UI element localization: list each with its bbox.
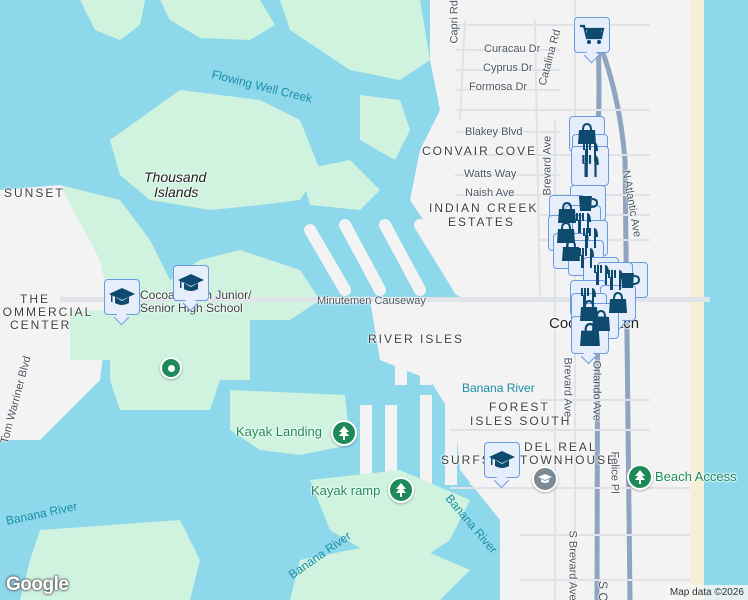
kayak-ramp-pin[interactable] xyxy=(388,477,414,503)
tree-icon xyxy=(635,470,645,484)
street-minutemen-causeway: Minutemen Causeway xyxy=(317,295,426,307)
neighborhood-forest-isles-line2: ISLES SOUTH xyxy=(470,414,572,428)
neighborhood-indian-creek-line2: ESTATES xyxy=(448,215,515,229)
neighborhood-commercial-center-line2: COMMERCIAL xyxy=(0,305,94,319)
shopping-cart-icon xyxy=(580,24,605,44)
neighborhood-del-real-line1: DEL REAL xyxy=(524,440,598,454)
neighborhood-forest-isles-line1: FOREST xyxy=(489,400,550,414)
street-cyprus-dr: Cyprus Dr xyxy=(483,62,533,74)
poi-beach-access-label[interactable]: Beach Access xyxy=(655,469,737,484)
neighborhood-convair-cove: CONVAIR COVE xyxy=(422,144,538,158)
kayak-landing-pin[interactable] xyxy=(331,420,357,446)
shopping-marker[interactable] xyxy=(571,316,609,354)
shopping-bag-icon xyxy=(609,292,627,313)
school-marker-surfside[interactable] xyxy=(484,442,520,478)
shopping-bag-icon xyxy=(592,310,610,331)
street-formosa-dr: Formosa Dr xyxy=(469,81,528,93)
coffee-cup-icon xyxy=(621,273,641,288)
park-pin[interactable] xyxy=(160,357,182,379)
shopping-bag-icon xyxy=(558,202,576,223)
neighborhood-river-isles: RIVER ISLES xyxy=(368,332,465,346)
neighborhood-indian-creek-line1: INDIAN CREEK xyxy=(429,201,539,215)
street-naish-ave: Naish Ave xyxy=(465,187,515,199)
shopping-bag-icon xyxy=(580,322,600,346)
street-blakey-blvd: Blakey Blvd xyxy=(465,126,523,138)
tree-icon xyxy=(339,426,349,440)
poi-kayak-ramp-label[interactable]: Kayak ramp xyxy=(311,483,381,498)
street-capri-rd: Capri Rd xyxy=(448,0,461,44)
school-poi-pin[interactable] xyxy=(532,466,558,492)
fork-knife-icon xyxy=(608,270,623,290)
graduation-cap-icon xyxy=(538,474,552,483)
coffee-cup-icon xyxy=(579,196,599,211)
restaurant-marker[interactable] xyxy=(571,146,609,186)
shopping-bag-icon xyxy=(562,240,580,261)
street-s-brevard-ave: S Brevard Ave xyxy=(566,530,579,600)
shopping-bag-icon xyxy=(578,123,596,144)
graduation-cap-icon xyxy=(109,288,135,305)
neighborhood-del-real-line2: TOWNHOUSE xyxy=(520,453,618,467)
school-marker-high-school[interactable] xyxy=(173,265,209,301)
island-thousand-line2: Islands xyxy=(154,184,199,200)
fork-knife-icon xyxy=(579,248,594,268)
street-s-orlando: S Orlando xyxy=(596,581,610,600)
water-banana-river-1: Banana River xyxy=(462,381,535,395)
map-attribution[interactable]: Map data ©2026 xyxy=(665,585,748,600)
neighborhood-sunset: SUNSET xyxy=(4,186,65,200)
google-logo: Google xyxy=(6,574,69,595)
street-curacau-dr: Curacau Dr xyxy=(484,43,541,55)
street-orlando-ave: Orlando Ave xyxy=(590,360,603,421)
street-watts-way: Watts Way xyxy=(464,168,517,180)
neighborhood-commercial-center-line1: THE xyxy=(20,292,50,306)
poi-kayak-landing-label[interactable]: Kayak Landing xyxy=(236,424,323,439)
graduation-cap-icon xyxy=(489,451,515,468)
graduation-cap-icon xyxy=(178,274,204,291)
tree-icon xyxy=(396,483,406,497)
street-brevard-ave-south: Brevard Ave xyxy=(561,357,574,418)
park-dot-icon xyxy=(167,364,175,372)
neighborhood-commercial-center-line3: CENTER xyxy=(10,318,72,332)
street-felice-pl: Felice Pl xyxy=(608,451,621,494)
shopping-bag-icon xyxy=(557,222,575,243)
beach-access-pin[interactable] xyxy=(627,464,653,490)
school-marker-commercial[interactable] xyxy=(104,279,140,315)
fork-knife-icon xyxy=(582,155,599,177)
grocery-marker[interactable] xyxy=(574,17,610,53)
street-brevard-ave: Brevard Ave xyxy=(541,135,554,196)
fork-knife-icon xyxy=(583,228,598,248)
island-thousand-line1: Thousand xyxy=(144,169,207,185)
